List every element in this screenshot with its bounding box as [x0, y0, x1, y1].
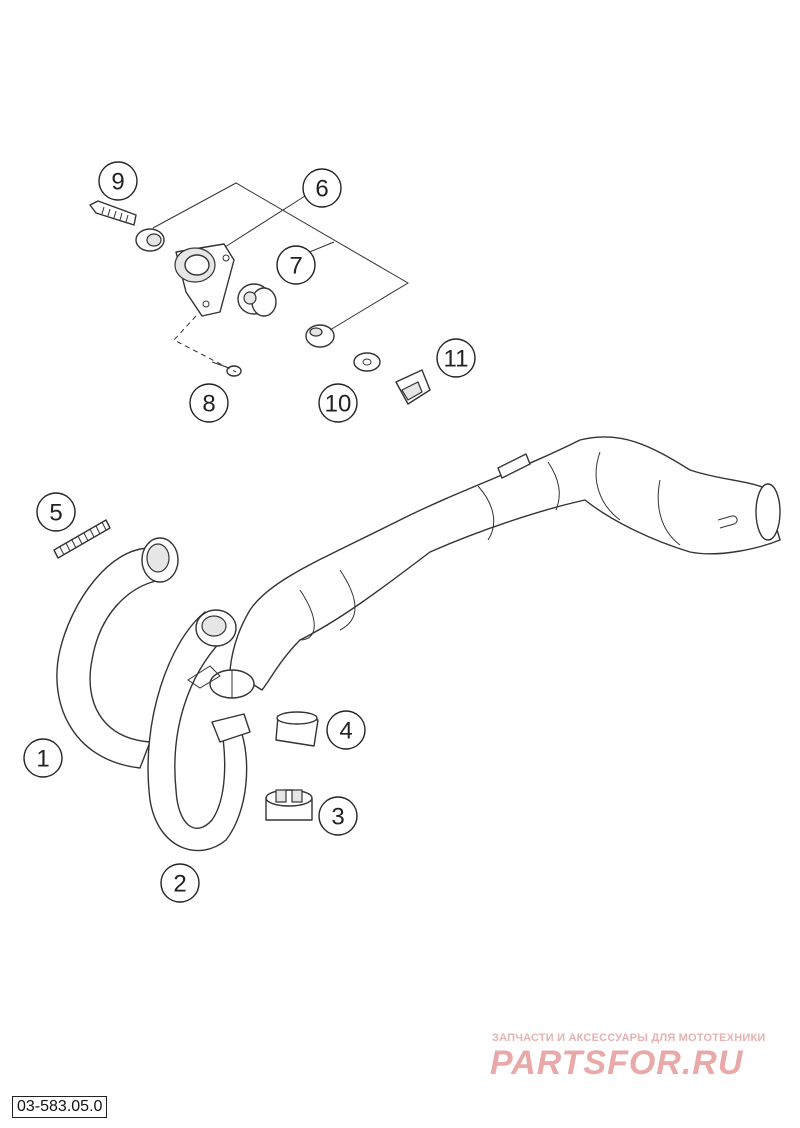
- part-sleeve-4: [275, 711, 319, 747]
- callout-7: 7: [276, 245, 316, 285]
- part-header-pipe-2: [147, 609, 251, 852]
- callout-4: 4: [326, 710, 366, 750]
- svg-text:3: 3: [331, 804, 344, 831]
- part-clip-nut-11: [395, 369, 431, 405]
- svg-text:2: 2: [173, 871, 186, 898]
- part-clamp-3: [265, 789, 313, 821]
- callout-5: 5: [36, 492, 76, 532]
- svg-text:5: 5: [49, 500, 62, 527]
- part-washer-10: [353, 352, 381, 372]
- pipe-strap: [187, 665, 221, 689]
- part-spacer: [135, 228, 165, 252]
- part-header-pipe-1: [56, 537, 179, 769]
- callout-1: 1: [23, 738, 63, 778]
- watermark-logo: PARTSFOR.RU: [490, 1044, 744, 1082]
- svg-text:8: 8: [202, 391, 215, 418]
- drawing-number: 03-583.05.0: [12, 1096, 108, 1118]
- part-collector-pipe: [209, 436, 781, 699]
- callout-6: 6: [302, 168, 342, 208]
- part-flange-6: [174, 243, 235, 317]
- svg-text:7: 7: [289, 253, 302, 280]
- svg-text:4: 4: [339, 718, 352, 745]
- svg-text:6: 6: [315, 176, 328, 203]
- callout-3: 3: [318, 796, 358, 836]
- part-grommet-7: [237, 283, 277, 317]
- callout-8: 8: [189, 383, 229, 423]
- part-bolt-9: [89, 200, 137, 226]
- callout-9: 9: [98, 161, 138, 201]
- callout-11: 11: [436, 338, 476, 378]
- part-bushing: [305, 324, 335, 348]
- callout-10: 10: [318, 383, 358, 423]
- callout-2: 2: [160, 863, 200, 903]
- svg-text:1: 1: [36, 746, 49, 773]
- part-spring-5: [53, 519, 111, 559]
- svg-text:9: 9: [111, 169, 124, 196]
- part-screw-8: [211, 361, 242, 377]
- svg-text:10: 10: [325, 391, 352, 418]
- watermark-tagline: ЗАПЧАСТИ И АКСЕССУАРЫ ДЛЯ МОТОТЕХНИКИ: [492, 1032, 766, 1044]
- svg-text:11: 11: [444, 346, 469, 373]
